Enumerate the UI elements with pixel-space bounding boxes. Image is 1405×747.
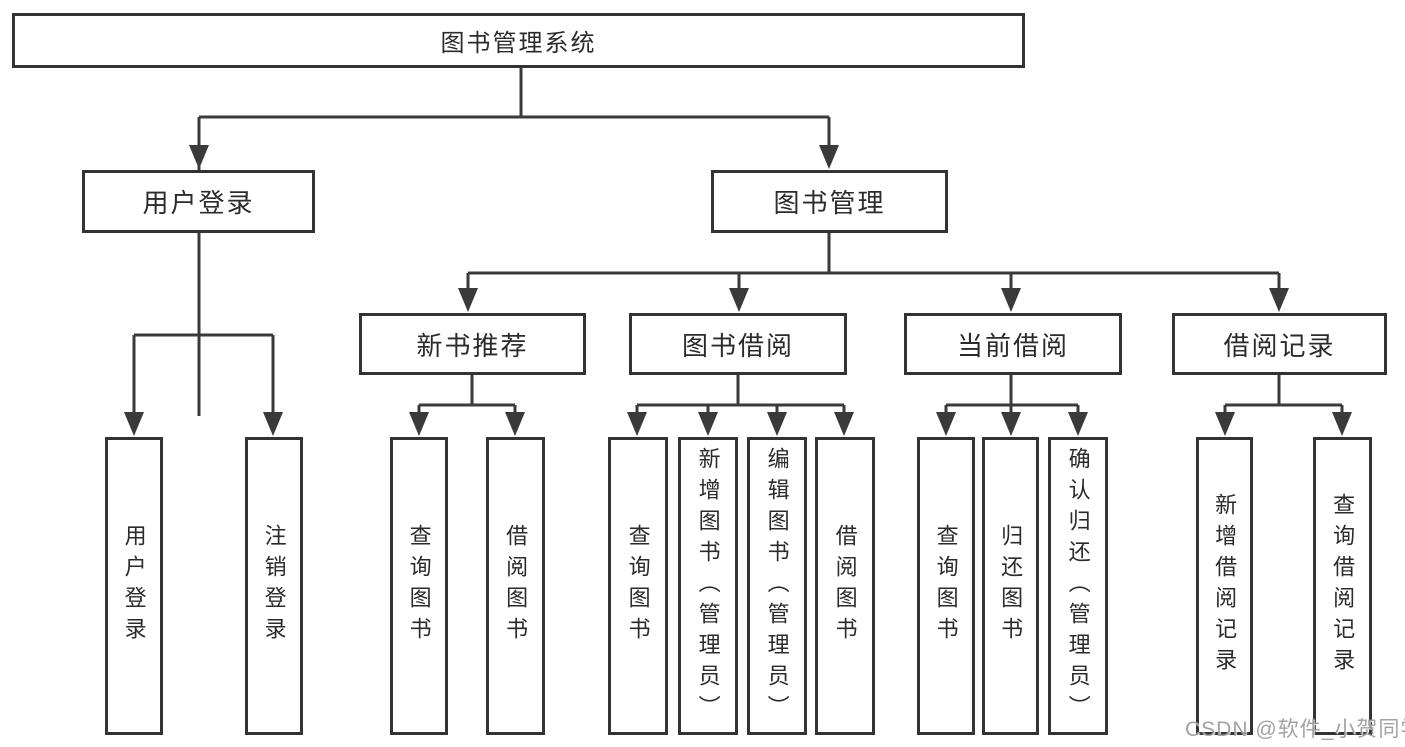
node-label: 注销登录 (261, 524, 287, 648)
node-label: 图书管理 (773, 188, 886, 218)
arrowhead (819, 145, 839, 169)
node-library-management-system: 图书管理系统 (12, 13, 1025, 68)
leaf-query-books-newbook: 查询图书 (390, 437, 448, 735)
arrowhead (189, 145, 209, 169)
leaf-user-login: 用户登录 (105, 437, 163, 735)
arrowhead (1068, 412, 1088, 436)
connector-user-login-stem (132, 233, 275, 418)
arrowhead (124, 412, 144, 436)
leaf-return-book: 归还图书 (982, 437, 1039, 735)
node-new-book-recommend: 新书推荐 (359, 313, 586, 375)
leaf-confirm-return-admin: 确认归还（管理员） (1048, 437, 1108, 735)
connector-root-to-level2 (197, 67, 831, 416)
node-user-login: 用户登录 (82, 170, 315, 233)
arrowhead (458, 288, 478, 312)
node-label: 新增图书（管理员） (695, 446, 721, 726)
leaf-query-borrow-record: 查询借阅记录 (1313, 437, 1372, 735)
node-label: 新书推荐 (416, 330, 529, 361)
connector-borrow-record-to-leaves (1223, 375, 1344, 418)
leaf-borrow-books-newbook: 借阅图书 (486, 437, 545, 735)
node-book-borrow: 图书借阅 (629, 313, 847, 375)
node-label: 归还图书 (998, 524, 1024, 648)
node-label: 确认归还（管理员） (1065, 446, 1091, 726)
node-label: 用户登录 (121, 524, 147, 648)
node-label: 借阅图书 (503, 524, 529, 648)
node-label: 编辑图书（管理员） (764, 446, 790, 726)
arrowhead (1332, 412, 1352, 436)
node-label: 借阅记录 (1223, 330, 1336, 361)
arrowhead (834, 412, 854, 436)
arrowhead (767, 412, 787, 436)
arrowhead (627, 412, 647, 436)
node-borrow-records: 借阅记录 (1172, 313, 1387, 375)
node-label: 查询借阅记录 (1330, 493, 1356, 679)
arrowhead (729, 288, 749, 312)
leaf-logout: 注销登录 (245, 437, 303, 735)
node-label: 查询图书 (933, 524, 959, 648)
node-label: 图书借阅 (681, 330, 794, 361)
node-label: 新增借阅记录 (1212, 493, 1238, 679)
arrowhead (698, 412, 718, 436)
connector-current-borrow-to-leaves (944, 375, 1080, 418)
arrowhead (1269, 288, 1289, 312)
arrowhead (505, 412, 525, 436)
leaf-add-borrow-record: 新增借阅记录 (1196, 437, 1253, 735)
arrowhead (409, 412, 429, 436)
leaf-borrow-books-borrow: 借阅图书 (815, 437, 875, 735)
connector-book-borrow-to-leaves (635, 375, 846, 418)
leaf-add-book-admin: 新增图书（管理员） (678, 437, 738, 735)
csdn-watermark: CSDN @软件_小贺同学 (1185, 718, 1405, 741)
arrowhead (1215, 412, 1235, 436)
arrowhead (1001, 288, 1021, 312)
leaf-query-books-borrow: 查询图书 (608, 437, 668, 735)
node-label: 查询图书 (625, 524, 651, 648)
node-book-management: 图书管理 (711, 170, 948, 233)
node-label: 当前借阅 (956, 330, 1069, 361)
arrowhead (1001, 412, 1021, 436)
node-label: 查询图书 (406, 524, 432, 648)
node-current-borrow: 当前借阅 (904, 313, 1122, 375)
leaf-edit-book-admin: 编辑图书（管理员） (747, 437, 807, 735)
arrowhead (263, 412, 283, 436)
connector-new-book-to-leaves (417, 375, 517, 418)
arrowhead (936, 412, 956, 436)
leaf-query-books-current: 查询图书 (917, 437, 975, 735)
node-label: 用户登录 (142, 188, 255, 218)
connector-book-mgmt-to-level3 (466, 233, 1281, 294)
node-label: 图书管理系统 (440, 30, 597, 57)
node-label: 借阅图书 (832, 524, 858, 648)
